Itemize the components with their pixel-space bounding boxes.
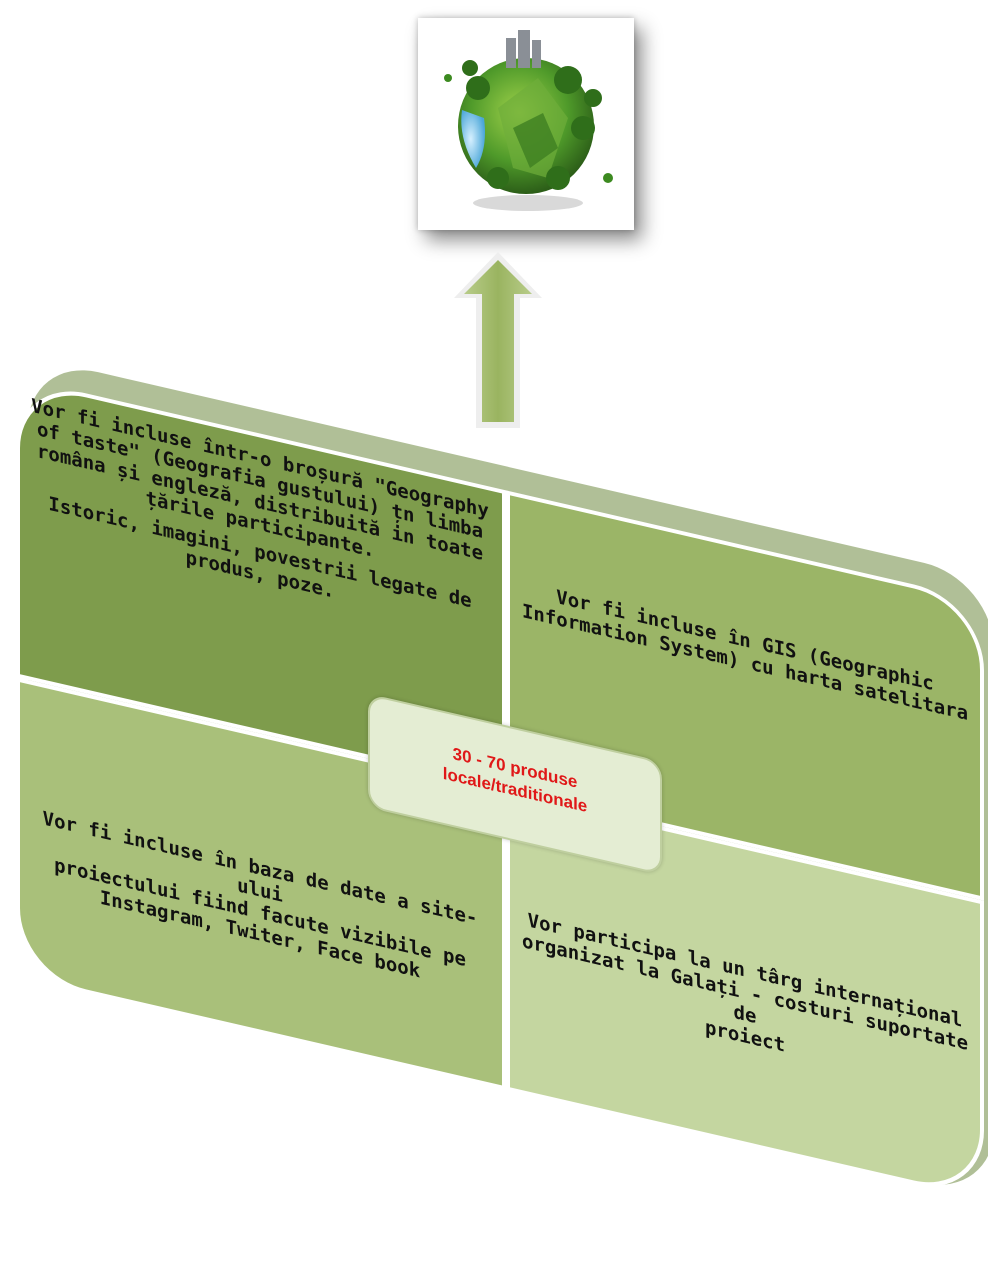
globe-image <box>418 18 634 230</box>
up-arrow-icon <box>454 252 542 428</box>
green-globe-icon <box>444 30 613 211</box>
quadrant-text: Vor fi incluse în baza de date a site-ul… <box>30 804 490 998</box>
quadrant-text: Vor fi incluse în GIS (Geographic Inform… <box>520 578 970 726</box>
text-line: Information System) cu harta satelitara <box>521 600 969 726</box>
quadrant-matrix: Vor fi incluse într-o broșură "Geography… <box>16 356 988 1255</box>
quadrant-text: Vor participa la un târg internațional o… <box>520 908 970 1100</box>
text-line: Vor fi incluse în GIS (Geographic <box>556 585 934 696</box>
